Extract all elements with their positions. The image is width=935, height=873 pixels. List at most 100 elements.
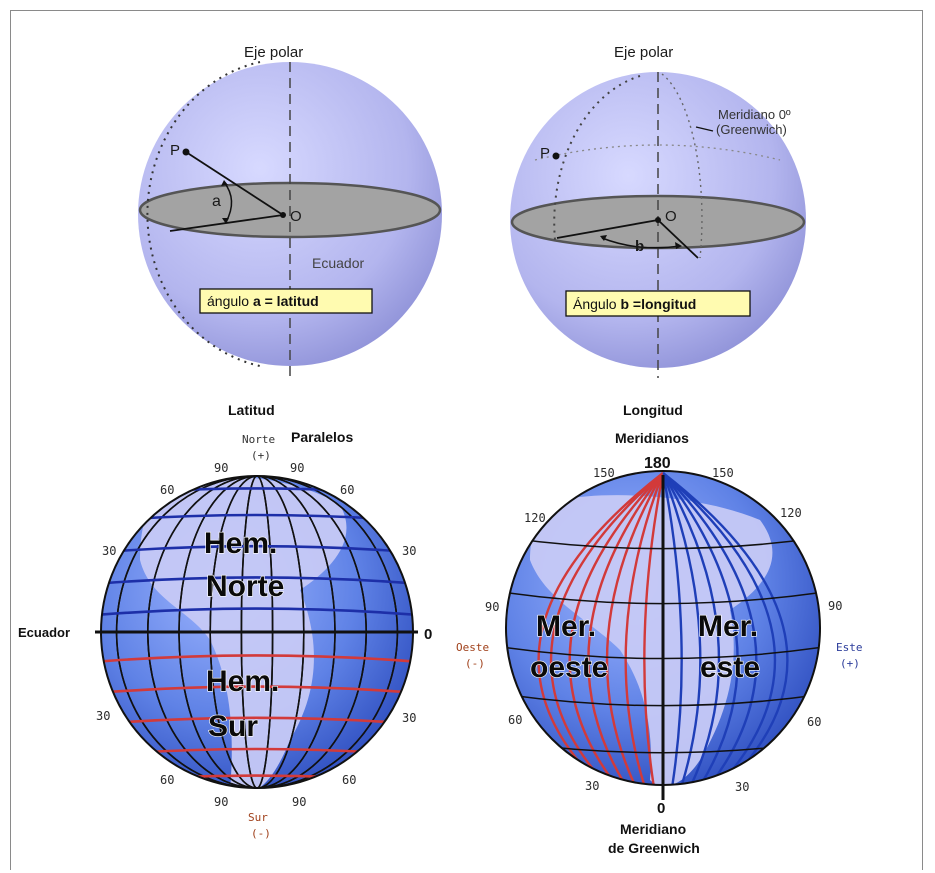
deg-s90-left: 90 [214,795,228,809]
parallels-label: Paralelos [291,429,353,445]
latitude-globe-panel: Ecuador 0 Latitud Norte (+) Paralelos Su… [18,402,432,840]
east-mer-line2: este [700,651,760,684]
meridian-dotted [553,75,641,241]
zero-label: 0 [424,626,432,643]
deg-e120: 120 [780,506,802,520]
center-o [280,212,286,218]
hem-south-line1: Hem. [206,665,279,698]
greenwich-label: (Greenwich) [716,122,787,137]
hem-south-line2: Sur [208,710,258,743]
caption-box [199,288,373,314]
east-meridian-line [662,472,758,785]
deg-e90: 90 [828,599,842,613]
hem-north-line1: Hem. [204,527,277,560]
greenwich-title-line1: Meridiano [620,821,686,837]
deg-s30-left: 30 [96,709,110,723]
deg-e150: 150 [712,466,734,480]
polar-axis-label: Eje polar [614,44,673,61]
point-p-label: P [170,142,180,159]
hem-north-line2: Norte [206,570,284,603]
angle-arc [601,237,681,249]
deg-n90-left: 90 [214,461,228,475]
landmass [140,476,347,788]
deg-w30: 30 [585,779,599,793]
deg-n30-left: 30 [102,544,116,558]
meridian-pointer [695,126,714,132]
point-p [552,152,560,160]
parallel-line [101,576,413,585]
polar-axis-label: Eje polar [244,44,303,61]
east-meridian-line [661,472,721,785]
deg-e60: 60 [807,715,821,729]
center-o [655,217,661,223]
parallel-line [101,544,413,554]
meridian-dotted [146,61,261,367]
deg-w90: 90 [485,600,499,614]
west-meridian-line [643,472,665,785]
deg-n30-right: 30 [402,544,416,558]
center-o-label: O [290,208,302,225]
west-meridian-line [605,472,665,785]
longitude-caption: Ángulo b =longitud [573,296,696,312]
parallel-dotted [534,144,781,161]
radius-to-p [185,151,284,216]
parallel-line [101,654,413,663]
angle-a-label: a [212,193,221,210]
deg-w120: 120 [524,511,546,525]
west-meridian-line [568,472,664,785]
east-meridian-line [661,472,683,785]
south-sign: (-) [251,827,271,840]
deg-n60-right: 60 [340,483,354,497]
meridian-0-label: Meridiano 0º [718,107,791,122]
west-meridian-line [587,472,664,785]
equator-label: Ecuador [312,255,364,271]
east-label: Este [836,641,863,654]
longitude-grid [506,472,820,785]
radius-west [556,219,659,239]
east-mer-line1: Mer. [698,610,758,643]
east-meridian-line [662,472,777,785]
figure-frame [10,10,923,870]
deg-s30-right: 30 [402,711,416,725]
north-label: Norte [242,433,275,446]
west-meridian-line [537,472,664,785]
center-o-label: O [665,208,677,225]
parallel-line [101,685,413,694]
east-meridian-line [662,472,789,785]
angle-arrows [221,180,229,224]
radius-east [657,219,699,259]
longitude-sphere-panel: Eje polar P O b Meridiano 0º (Greenwich)… [510,44,806,378]
latitude-caption: ángulo a = latitud [207,293,319,309]
deg-s60-left: 60 [160,773,174,787]
north-sign: (+) [251,449,271,462]
equator-label: Ecuador [18,625,70,640]
latitude-sphere-panel: Eje polar P O a Ecuador ángulo a = latit… [138,44,442,380]
parallel-line [101,716,413,726]
deg-e30: 30 [735,780,749,794]
west-meridian-line [549,472,664,785]
top-180-label: 180 [644,455,671,472]
caption-box [565,290,751,317]
west-meridian-line [624,472,665,785]
greenwich-title-line2: de Greenwich [608,840,700,856]
west-sign: (-) [465,657,485,670]
west-mer-line2: oeste [530,651,608,684]
longitude-globe-panel: Longitud Meridianos 180 0 Meridiano de G… [456,402,863,856]
east-meridian-line [661,472,702,785]
deg-s90-right: 90 [292,795,306,809]
parallel-line [101,607,413,616]
deg-s60-right: 60 [342,773,356,787]
west-mer-line1: Mer. [536,610,596,643]
greenwich-meridian [661,73,703,259]
bottom-zero-label: 0 [657,800,665,817]
south-label: Sur [248,811,268,824]
deg-w150: 150 [593,466,615,480]
deg-n60-left: 60 [160,483,174,497]
latitude-title: Latitud [228,402,275,418]
deg-n90-right: 90 [290,461,304,475]
east-sign: (+) [840,657,860,670]
deg-w60: 60 [508,713,522,727]
point-p [182,148,190,156]
west-label: Oeste [456,641,489,654]
